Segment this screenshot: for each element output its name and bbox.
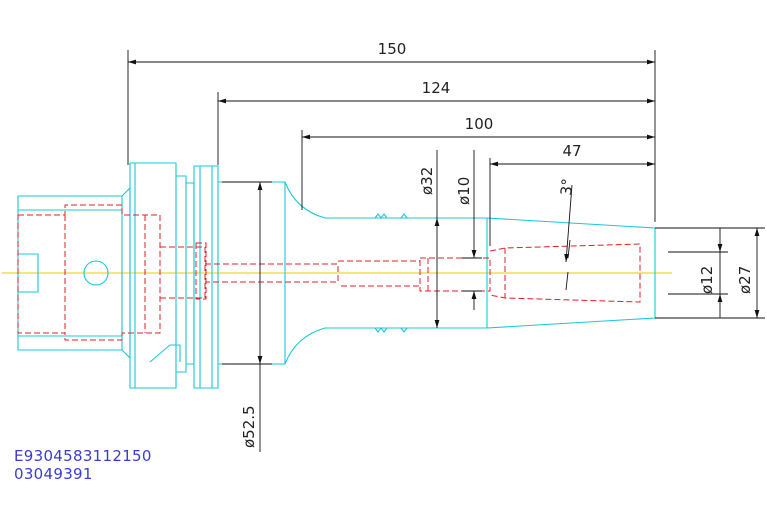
dim-dia-32: ø32	[418, 167, 436, 195]
dim-47: 47	[562, 142, 581, 160]
dimension-lines	[127, 50, 765, 452]
dim-dia-10: ø10	[455, 177, 473, 205]
dim-dia-52-5: ø52.5	[240, 405, 258, 448]
tool-outline	[17, 162, 656, 389]
dim-124: 124	[422, 79, 451, 97]
serial-number: 03049391	[14, 465, 93, 483]
dim-taper-angle: 3°	[557, 178, 577, 197]
dim-150: 150	[378, 40, 407, 58]
hidden-lines	[17, 204, 641, 341]
part-code: E9304583112150	[14, 447, 152, 465]
dim-dia-27: ø27	[736, 266, 754, 294]
dim-100: 100	[465, 115, 494, 133]
dim-dia-12: ø12	[698, 266, 716, 294]
